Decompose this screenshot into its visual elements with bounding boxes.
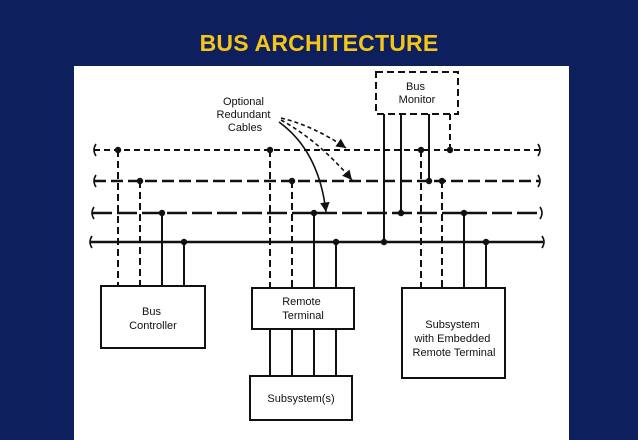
bus-monitor-stubs [383,114,451,242]
subsystem-embedded-label: Subsystem with Embedded Remote Terminal [413,319,496,359]
callout-arrows [280,117,353,181]
remote-terminal-stubs [269,150,337,288]
bus-controller-label: Bus Controller [129,306,177,332]
subsystems-label: Subsystem(s) [267,393,334,405]
slide-title: BUS ARCHITECTURE [199,30,439,56]
callout-arrow-solid [278,121,330,213]
remote-terminal-junctions [266,146,340,246]
bus-monitor-label: Bus Monitor [399,81,436,106]
remote-terminal-box [251,287,355,330]
callout-label: Optional Redundant Cables [217,96,274,134]
bus-controller-junctions [114,146,188,246]
remote-terminal-label: Remote Terminal [282,296,324,322]
embedded-subsystem-junctions [417,146,490,246]
bus-monitor-junctions [380,146,454,246]
diagram-panel: Optional Redundant Cables Bus Monitor Bu… [74,66,569,440]
bus-architecture-diagram: Optional Redundant Cables Bus Monitor Bu… [89,71,545,421]
subsystems-box [249,375,353,421]
bus-monitor-box [375,71,459,115]
bus-terminations [89,143,545,249]
bus-lines [90,149,543,244]
subsystem-embedded-box [401,287,506,379]
bus-controller-box [100,285,206,349]
rt-subsystem-connectors [269,329,337,376]
bus-controller-stubs [117,150,185,286]
embedded-subsystem-stubs [420,150,487,288]
